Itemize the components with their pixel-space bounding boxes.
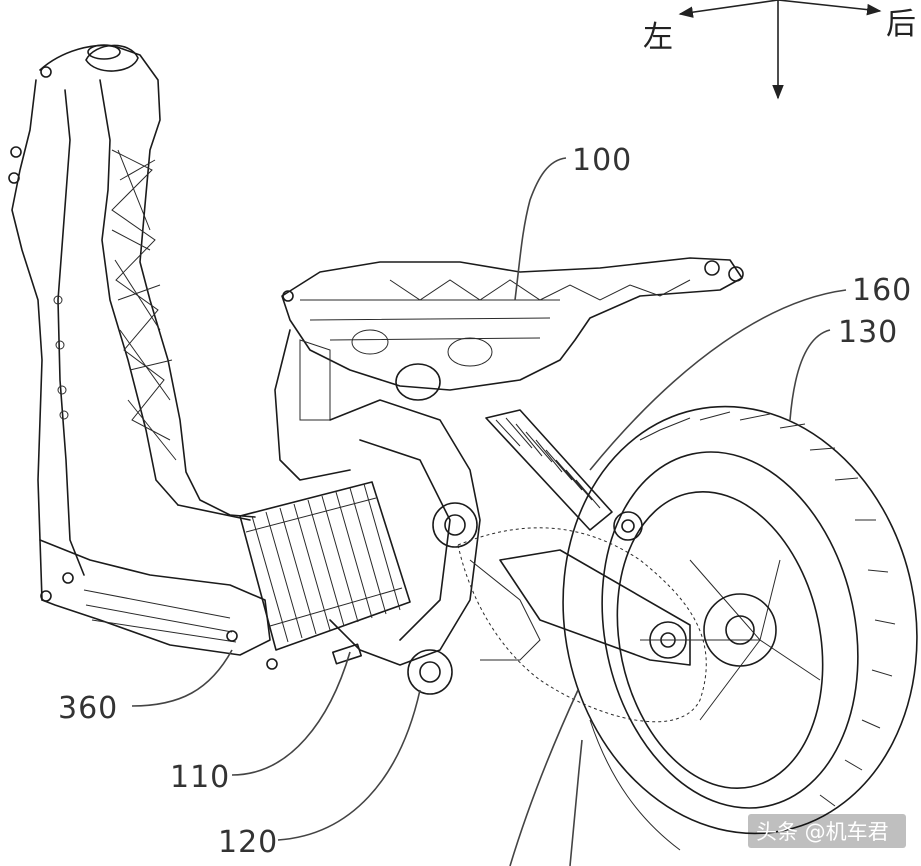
front-frame-column (8, 44, 256, 602)
rear-arrow (777, 0, 882, 16)
direction-indicator: 左 后 (643, 0, 916, 100)
callout-130: 130 (838, 315, 898, 350)
leader-extra-b (569, 739, 583, 866)
leader-130 (789, 329, 831, 421)
direction-rear-label: 后 (886, 7, 916, 42)
callout-100: 100 (572, 143, 632, 178)
leader-extra-a (509, 689, 579, 866)
radiator (239, 481, 411, 665)
callout-110: 110 (170, 760, 230, 795)
watermark-text: 头条 @机车君 (756, 820, 889, 844)
swing-arm (457, 527, 707, 723)
leader-lines (131, 157, 847, 866)
callout-120: 120 (218, 825, 278, 860)
callout-360: 360 (58, 691, 118, 726)
rear-shock (485, 409, 643, 541)
left-arrow (678, 0, 779, 18)
leader-110 (231, 651, 351, 776)
callout-labels: 100 160 130 360 110 120 (58, 143, 912, 860)
leader-160 (589, 289, 847, 471)
leader-120 (277, 689, 421, 841)
rear-wheel (562, 405, 918, 851)
leader-100 (514, 157, 567, 301)
leader-360 (131, 649, 233, 707)
watermark: 头条 @机车君 (748, 814, 906, 848)
engine-housing (329, 399, 541, 695)
lower-frame-rail (39, 504, 278, 670)
rear-frame (274, 257, 744, 481)
direction-left-label: 左 (643, 20, 673, 55)
callout-160: 160 (852, 273, 912, 308)
